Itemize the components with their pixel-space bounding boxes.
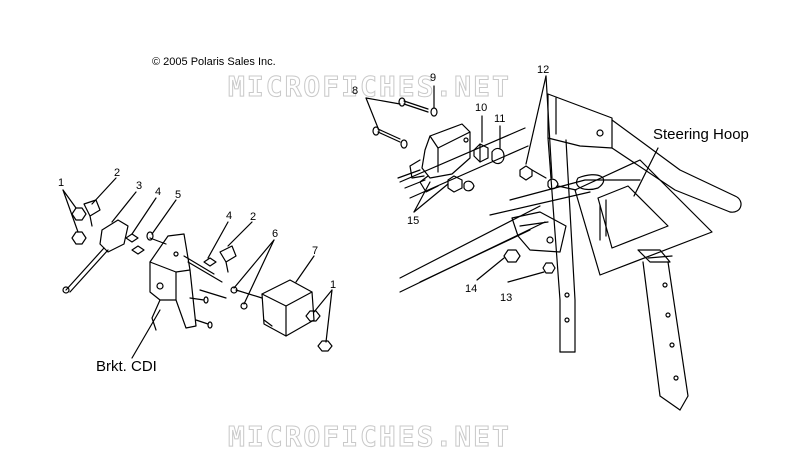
callout-11: 11 [494, 113, 506, 125]
callout-5: 5 [175, 189, 182, 201]
callout-14: 14 [465, 283, 478, 295]
callout-12: 12 [537, 64, 550, 76]
callout-3: 3 [136, 180, 143, 192]
leaders-left [62, 177, 333, 359]
callout-6: 6 [272, 228, 279, 240]
callout-9: 9 [430, 72, 437, 84]
leaders-right [365, 75, 553, 283]
callout-7: 7 [312, 245, 319, 257]
callout-8: 8 [352, 85, 359, 97]
callout-2-left: 2 [114, 167, 121, 179]
cdi-bracket-assembly [62, 199, 333, 352]
callout-13: 13 [500, 292, 513, 304]
callout-2-mid: 2 [250, 211, 257, 223]
callout-4-mid: 4 [226, 210, 233, 222]
callout-1-right: 1 [330, 279, 337, 291]
watermark-bottom: MICROFICHES.NET [228, 420, 511, 454]
callout-10: 10 [475, 102, 488, 114]
callout-1-left: 1 [58, 177, 65, 189]
callout-4-left: 4 [155, 186, 162, 198]
ignition-coil [397, 123, 471, 193]
copyright-text: © 2005 Polaris Sales Inc. [152, 56, 276, 68]
hardware-right [372, 97, 577, 274]
brkt-cdi-label: Brkt. CDI [96, 358, 157, 375]
steering-hoop-frame [399, 93, 742, 411]
steering-hoop-label: Steering Hoop [653, 126, 749, 143]
callout-15: 15 [407, 215, 420, 227]
